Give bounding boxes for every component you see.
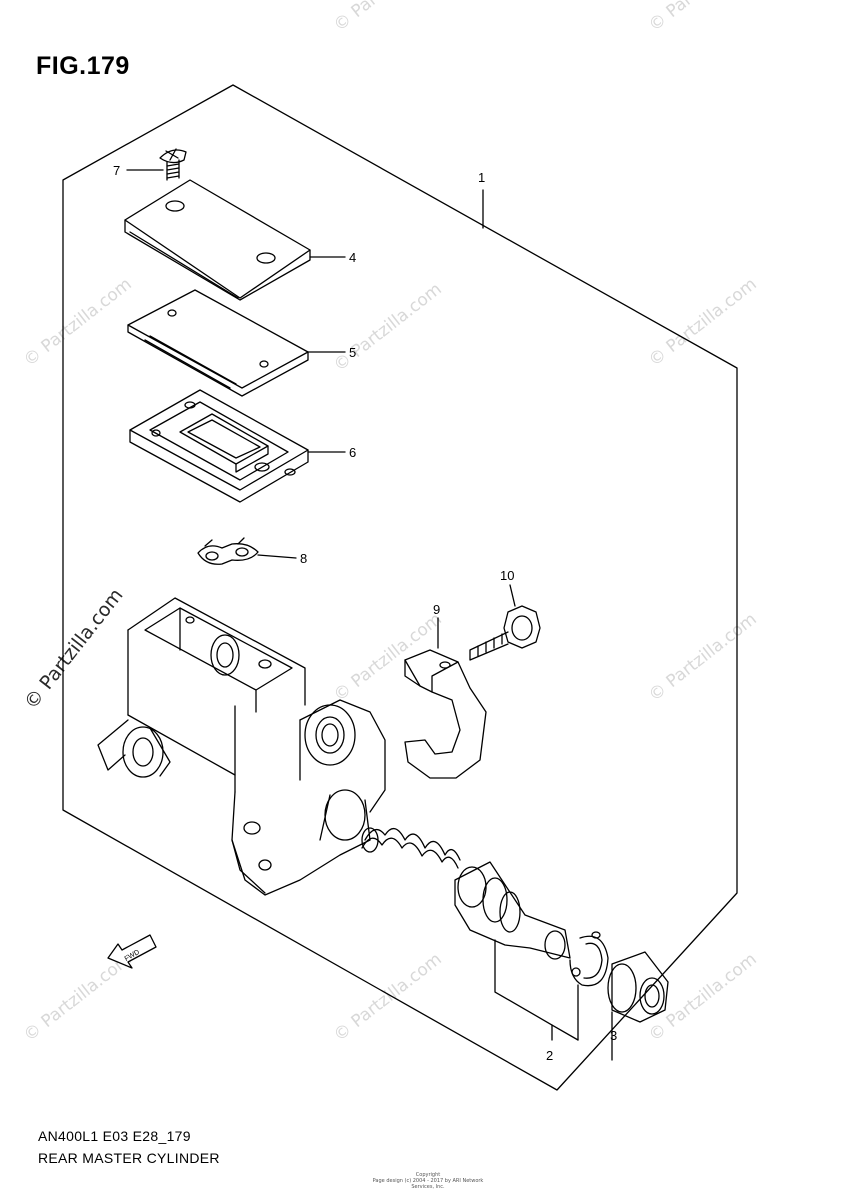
callout-5: 5 (349, 345, 356, 360)
leader-line (257, 554, 297, 559)
callout-2: 2 (546, 1048, 553, 1063)
callout-10: 10 (500, 568, 514, 583)
diaphragm-plate-part (127, 289, 309, 397)
diagram-code: AN400L1 E03 E28_179 (38, 1128, 191, 1144)
reservoir-cap-part (124, 179, 311, 301)
retainer-part (197, 537, 259, 565)
circlip-part (569, 931, 609, 987)
leader-line (494, 939, 579, 1041)
leader-line (509, 584, 516, 607)
callout-3: 3 (610, 1028, 617, 1043)
diagram-name: REAR MASTER CYLINDER (38, 1150, 220, 1166)
callout-4: 4 (349, 250, 356, 265)
copyright-line: Page design (c) 2004 - 2017 by ARI Netwo… (372, 1178, 484, 1190)
front-arrow-icon (107, 934, 157, 969)
diaphragm-part (129, 389, 309, 503)
clamp-part (404, 649, 487, 779)
copyright-notice: Copyright Page design (c) 2004 - 2017 by… (368, 1172, 488, 1190)
spring-part (361, 827, 461, 869)
assembly-outline (62, 84, 738, 1091)
callout-1: 1 (478, 170, 485, 185)
screw-part (159, 148, 187, 181)
figure-title: FIG.179 (36, 52, 130, 80)
callout-9: 9 (433, 602, 440, 617)
callout-8: 8 (300, 551, 307, 566)
piston-part (454, 861, 571, 960)
boot-part (607, 951, 669, 1023)
callout-6: 6 (349, 445, 356, 460)
master-cylinder-body-part (97, 597, 386, 896)
bolt-part (469, 605, 541, 661)
callout-7: 7 (113, 163, 120, 178)
copyright-line: Copyright (415, 1172, 441, 1178)
